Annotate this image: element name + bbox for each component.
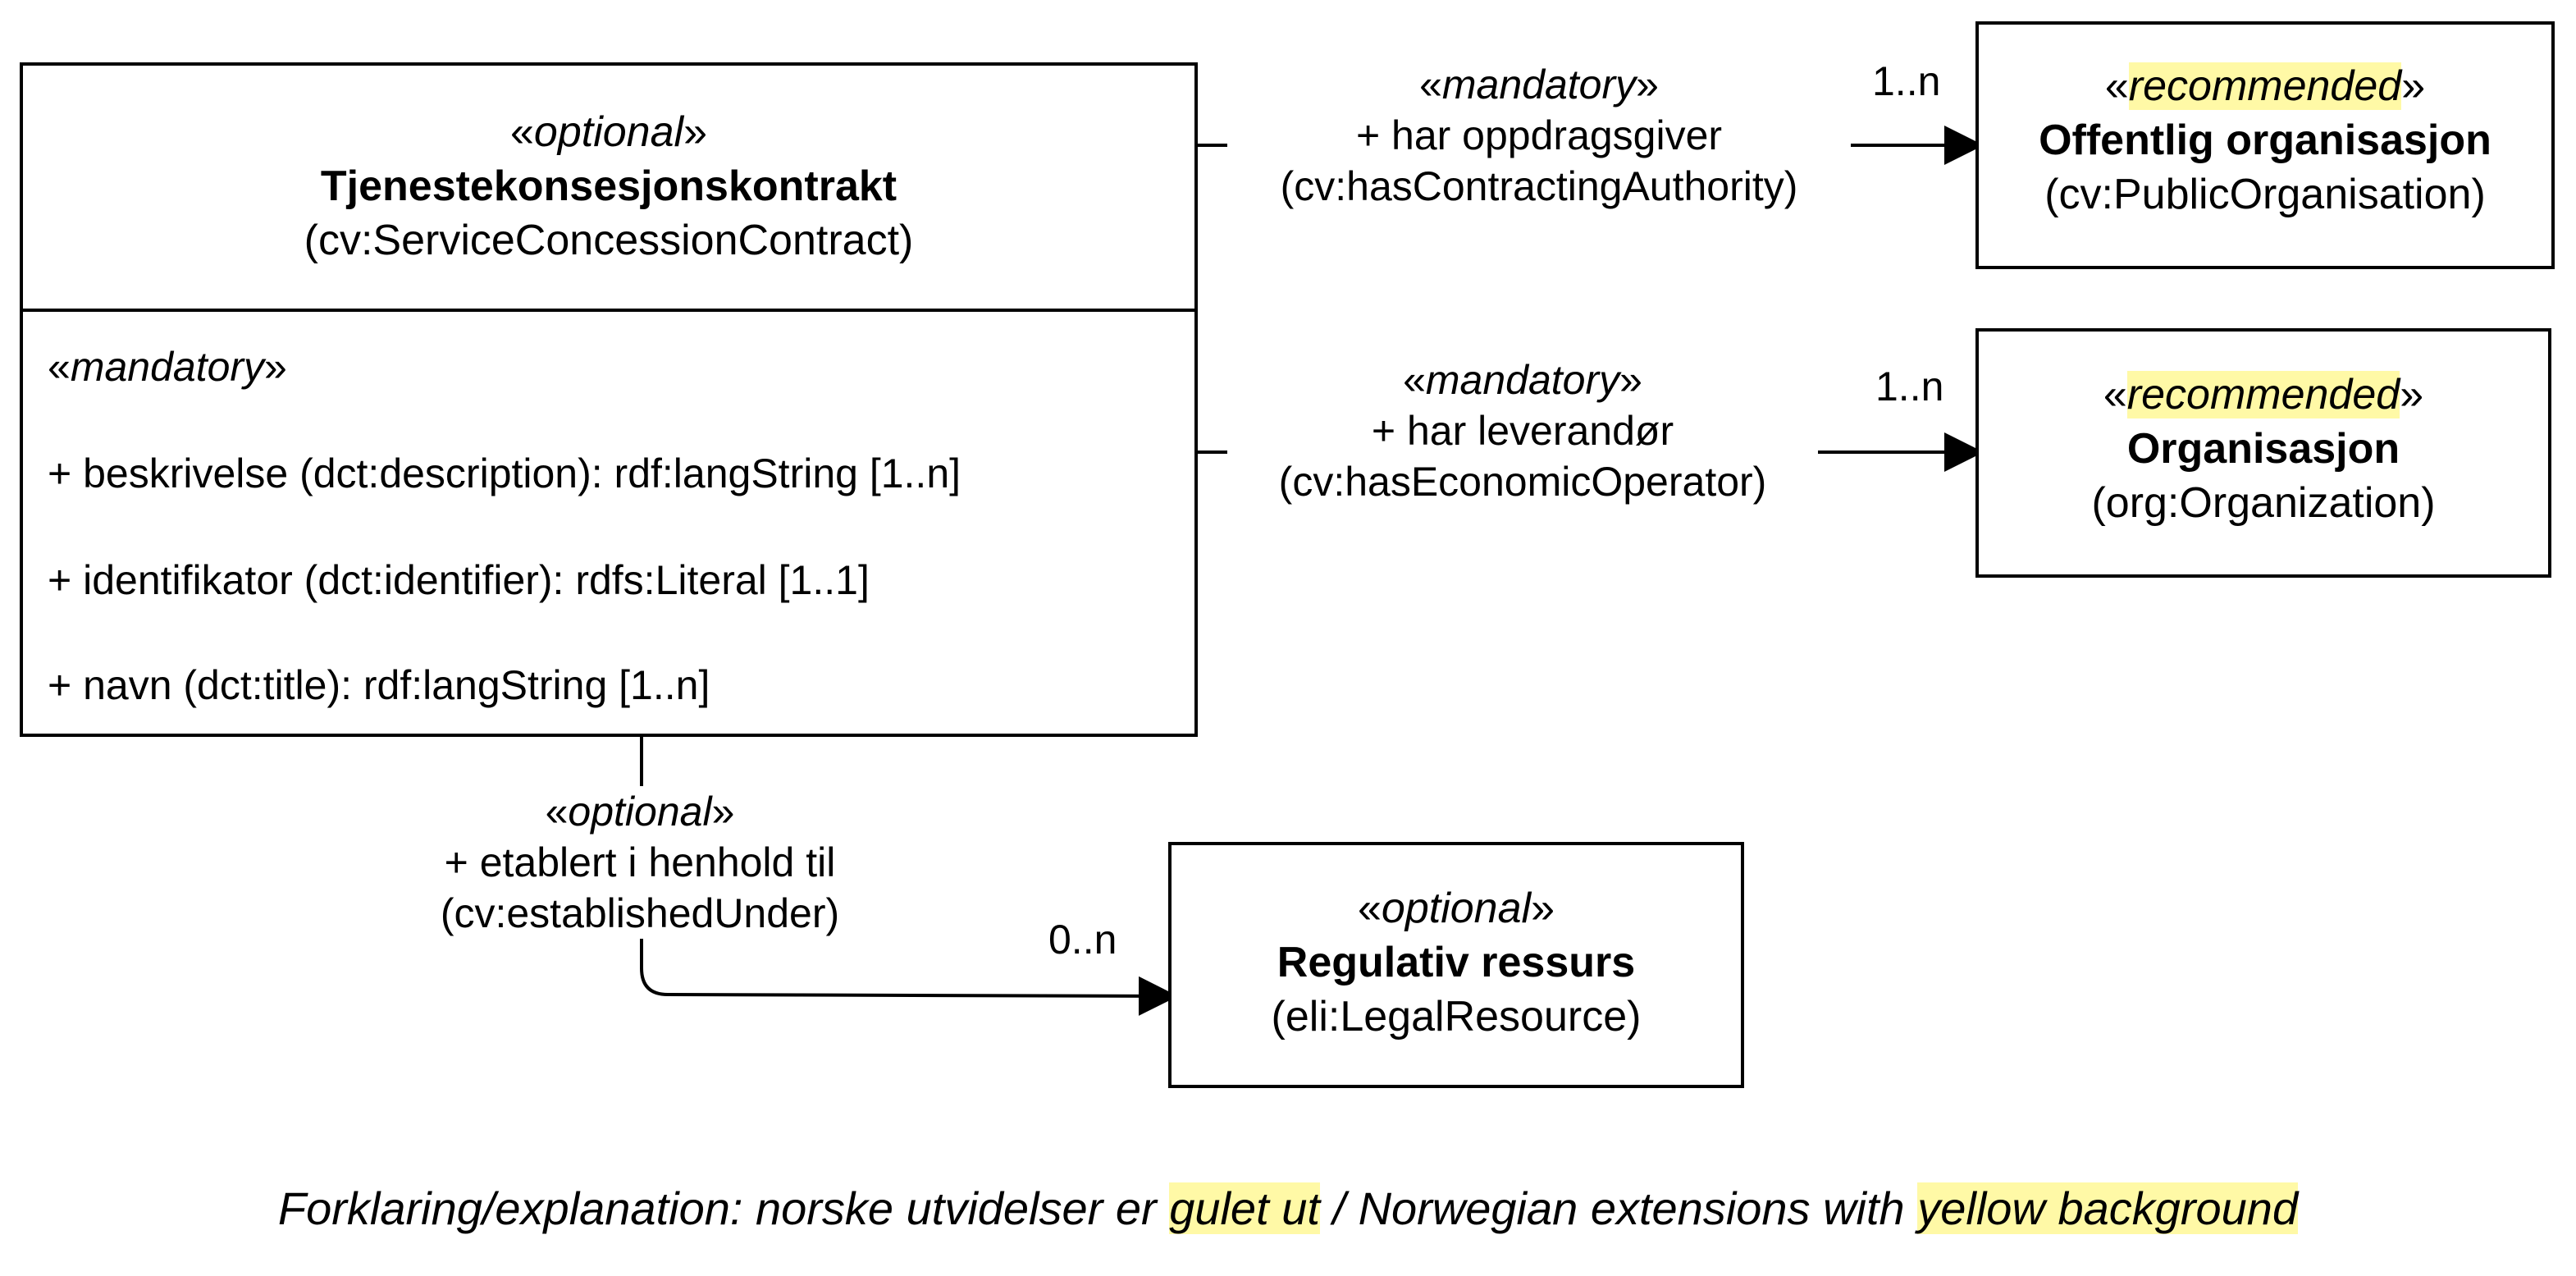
attribute-row: + beskrivelse (dct:description): rdf:lan… xyxy=(48,450,961,496)
contracting-authority-multiplicity: 1..n xyxy=(1872,58,1941,104)
organization-box: «recommended» Organisasjon (org:Organiza… xyxy=(1975,328,2551,578)
economic-operator-stereotype: «mandatory» xyxy=(1403,357,1642,403)
attribute-row: + identifikator (dct:identifier): rdfs:L… xyxy=(48,557,870,603)
economic-operator-label: «mandatory» + har leverandør (cv:hasEcon… xyxy=(1227,354,1818,507)
established-under-uri: (cv:establishedUnder) xyxy=(440,890,840,936)
contracting-authority-role: + har oppdragsgiver xyxy=(1355,112,1723,158)
legend-text-1: Forklaring/explanation: norske utvidelse… xyxy=(277,1182,1170,1234)
legal-resource-uri: (eli:LegalResource) xyxy=(1271,993,1642,1040)
main-class-divider xyxy=(23,309,1194,312)
attribute-row: + navn (dct:title): rdf:langString [1..n… xyxy=(48,662,710,708)
established-under-multiplicity: 0..n xyxy=(1048,917,1117,963)
public-organisation-name: Offentlig organisasjon xyxy=(2039,117,2492,164)
economic-operator-role: + har leverandør xyxy=(1371,408,1674,454)
established-under-stereotype: «optional» xyxy=(545,789,735,835)
contracting-authority-uri: (cv:hasContractingAuthority) xyxy=(1280,163,1798,209)
legal-resource-name: Regulativ ressurs xyxy=(1277,939,1636,986)
public-organisation-stereotype: «recommended» xyxy=(2104,62,2426,110)
legend-highlight-2: yellow background xyxy=(1917,1182,2299,1234)
legal-resource-box: «optional» Regulativ ressurs (eli:LegalR… xyxy=(1168,842,1744,1088)
legend-explanation: Forklaring/explanation: norske utvidelse… xyxy=(0,1182,2576,1235)
organization-uri: (org:Organization) xyxy=(2091,479,2436,527)
legend-text-2: / Norwegian extensions with xyxy=(1319,1182,1918,1234)
contracting-authority-label: «mandatory» + har oppdragsgiver (cv:hasC… xyxy=(1227,59,1851,212)
main-class-header: «optional» Tjenestekonsesjonskontrakt (c… xyxy=(23,105,1194,268)
contracting-authority-stereotype: «mandatory» xyxy=(1419,62,1659,107)
organization-stereotype: «recommended» xyxy=(2103,371,2424,418)
legend-highlight-1: gulet ut xyxy=(1169,1182,1320,1234)
organization-name: Organisasjon xyxy=(2126,425,2400,473)
main-class-stereotype: «optional» xyxy=(510,108,707,156)
public-organisation-uri: (cv:PublicOrganisation) xyxy=(2044,171,2486,218)
main-class-box: «optional» Tjenestekonsesjonskontrakt (c… xyxy=(20,62,1198,737)
attributes-stereotype: «mandatory» xyxy=(48,344,287,390)
legal-resource-stereotype: «optional» xyxy=(1358,885,1555,932)
main-class-name: Tjenestekonsesjonskontrakt xyxy=(320,162,897,210)
established-under-connector xyxy=(640,737,1178,1016)
established-under-label: «optional» + etablert i henhold til (cv:… xyxy=(394,786,886,939)
economic-operator-multiplicity: 1..n xyxy=(1875,364,1944,409)
economic-operator-uri: (cv:hasEconomicOperator) xyxy=(1278,459,1767,505)
established-under-role: + etablert i henhold til xyxy=(444,839,836,885)
main-class-uri: (cv:ServiceConcessionContract) xyxy=(304,217,914,264)
public-organisation-box: «recommended» Offentlig organisasjon (cv… xyxy=(1975,21,2555,269)
